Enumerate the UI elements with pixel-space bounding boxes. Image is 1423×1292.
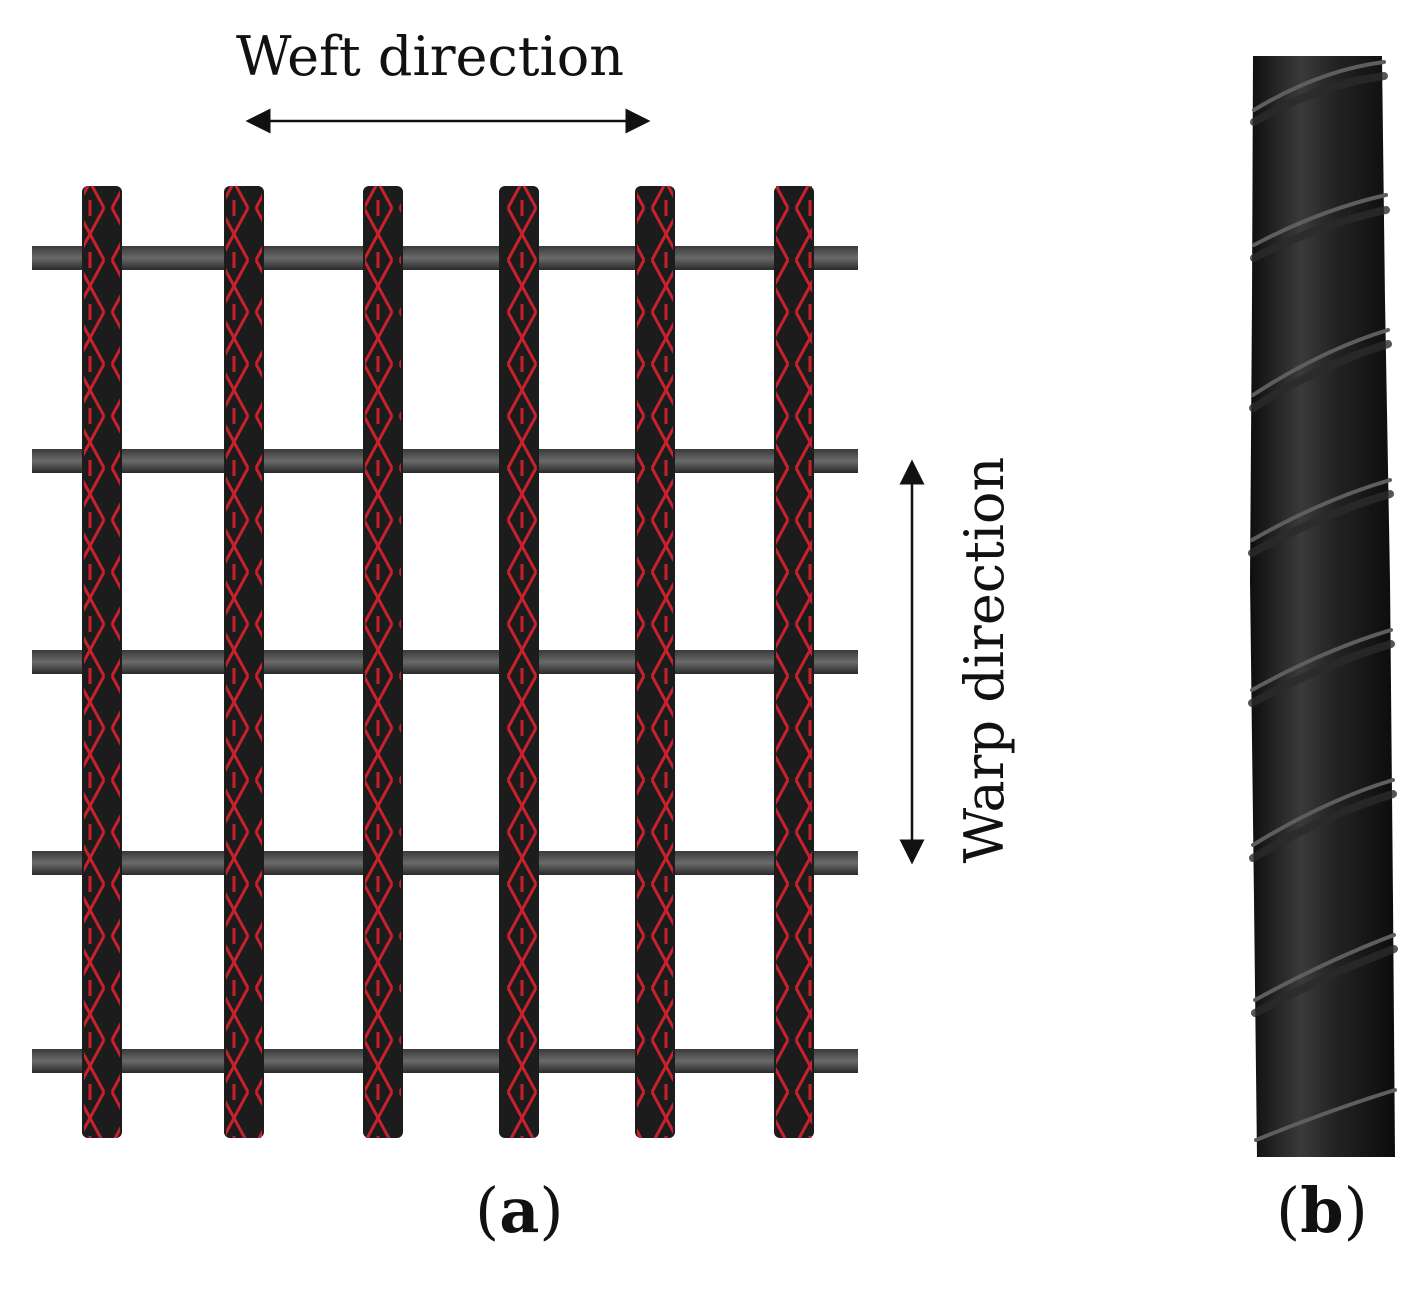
label-b-close: ): [1343, 1174, 1368, 1247]
warp-strands: [82, 186, 814, 1138]
weft-strand: [32, 246, 858, 270]
warp-strand: [499, 186, 539, 1138]
warp-strand: [363, 186, 403, 1138]
weft-strands: [32, 246, 858, 1073]
weft-strand: [32, 851, 858, 875]
warp-strand: [635, 186, 675, 1138]
weft-strand: [32, 650, 858, 674]
helical-ribs: [1250, 60, 1397, 1142]
grid-mesh: [32, 186, 858, 1138]
weft-strand: [32, 449, 858, 473]
warp-strand: [224, 186, 264, 1138]
weft-strand: [32, 1049, 858, 1073]
label-a-close: ): [539, 1174, 564, 1247]
label-a-open: (: [475, 1174, 500, 1247]
warp-strand: [774, 186, 814, 1138]
warp-strand: [82, 186, 122, 1138]
panel-label-b: (b): [1276, 1180, 1368, 1242]
panel-label-a: (a): [475, 1180, 564, 1242]
weft-direction-label: Weft direction: [236, 25, 625, 88]
warp-direction-label: Warp direction: [953, 456, 1016, 864]
label-b-open: (: [1276, 1174, 1301, 1247]
ribbed-bar: [1248, 56, 1398, 1157]
label-a-letter: a: [499, 1174, 540, 1247]
label-b-letter: b: [1300, 1174, 1344, 1247]
